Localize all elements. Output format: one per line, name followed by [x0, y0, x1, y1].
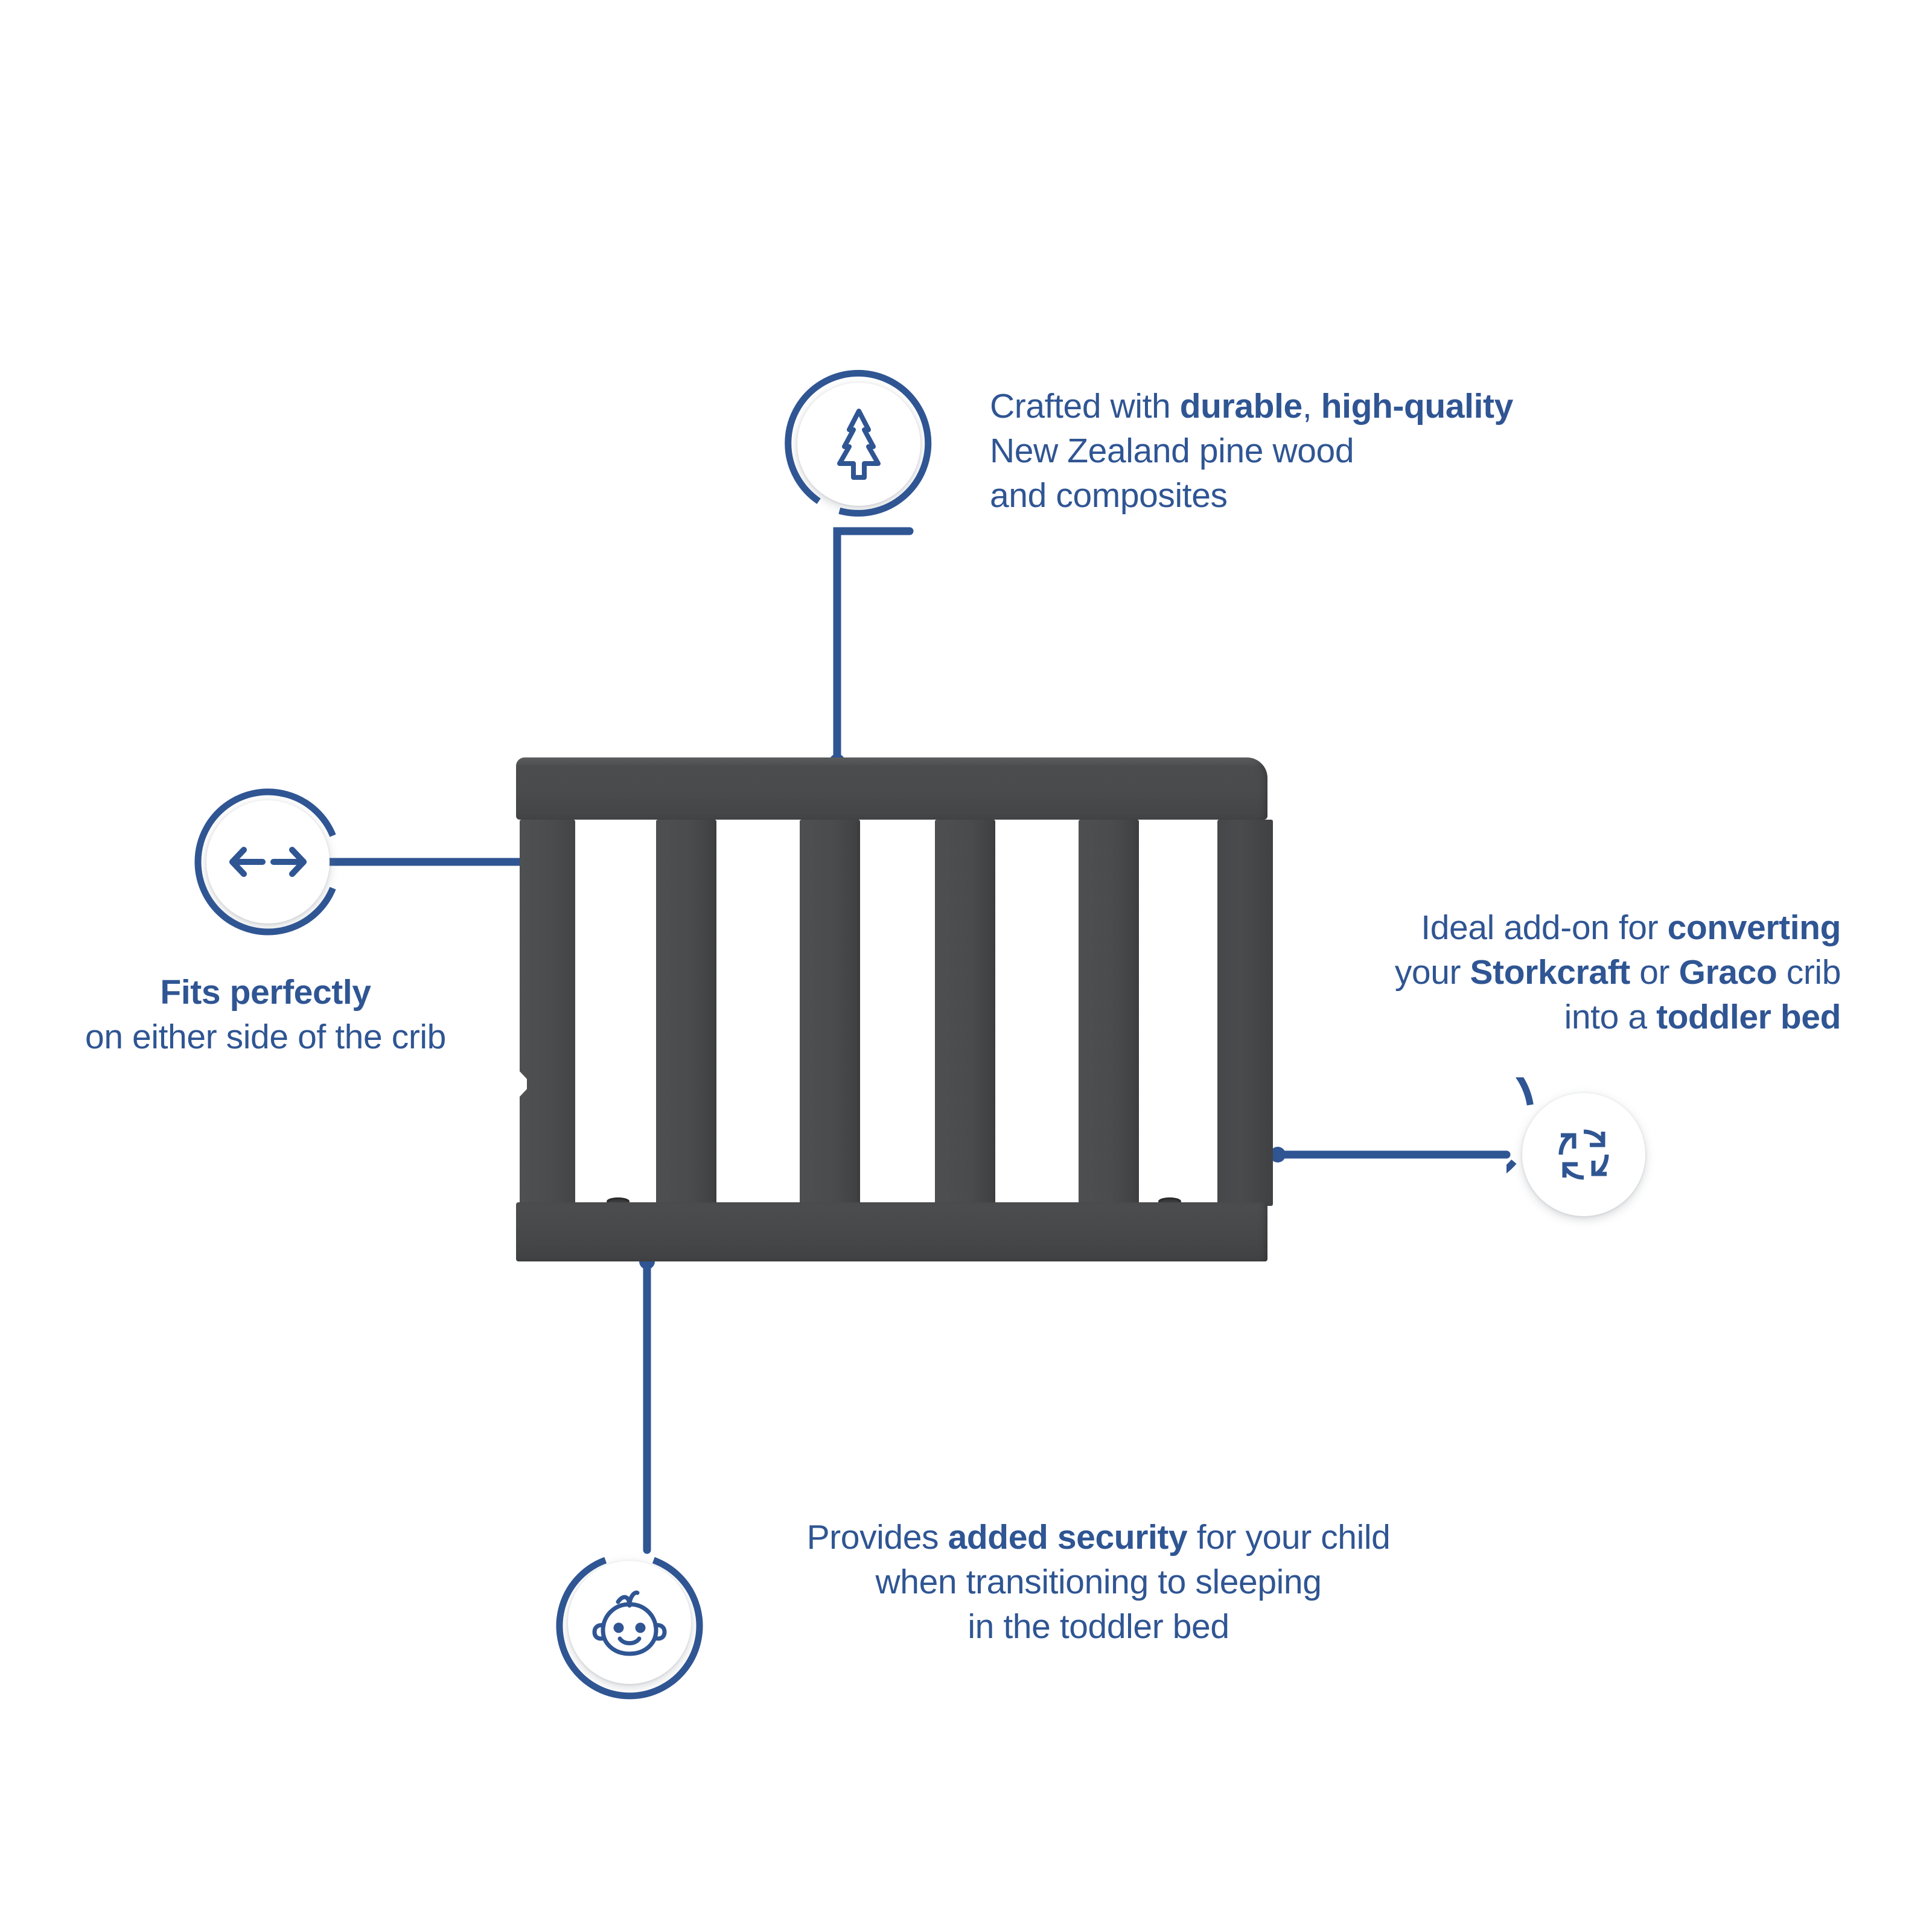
- crib-left-stile-notch: [520, 1071, 527, 1097]
- callout-line: in the toddler bed: [968, 1607, 1229, 1647]
- badge-disc-fit: [206, 800, 330, 923]
- crib-slat-6: [1217, 820, 1273, 1206]
- callout-text-security: Provides added security for your child wh…: [712, 1515, 1485, 1649]
- crib-slat-2: [656, 820, 716, 1205]
- convert-cycle-icon: [1522, 1093, 1645, 1216]
- badge-disc-conversion: [1522, 1093, 1645, 1216]
- callout-line: into a toddler bed: [1564, 998, 1841, 1037]
- callout-line: and composites: [990, 476, 1228, 515]
- crib-slat-5: [1079, 820, 1139, 1205]
- callout-line: Crafted with durable, high-quality: [990, 387, 1513, 426]
- callout-line: Provides added security for your child: [806, 1518, 1391, 1557]
- baby-face-icon: [568, 1561, 691, 1684]
- crib-slat-1: [520, 820, 575, 1206]
- callout-line: New Zealand pine wood: [990, 432, 1354, 471]
- double-arrow-icon: [206, 800, 330, 923]
- crib-slat-4: [935, 820, 995, 1205]
- callout-line: when transitioning to sleeping: [875, 1563, 1322, 1602]
- badge-ring-fit: [194, 788, 336, 936]
- crib-bottom-rail: [516, 1202, 1267, 1261]
- crib-top-rail: [516, 757, 1267, 820]
- badge-security: [552, 1545, 707, 1700]
- badge-ring-security: [556, 1557, 703, 1700]
- badge-disc-material: [797, 383, 920, 506]
- badge-ring-material: [785, 369, 932, 517]
- pine-tree-icon: [797, 383, 920, 506]
- callout-line: on either side of the crib: [85, 1018, 446, 1057]
- connector-material: [833, 527, 914, 766]
- badge-conversion: [1506, 1077, 1661, 1232]
- callout-text-conversion: Ideal add-on for converting your Storkcra…: [1195, 905, 1841, 1039]
- callout-line: Ideal add-on for converting: [1421, 908, 1841, 947]
- toddler-guardrail-product-image: [516, 757, 1277, 1261]
- crib-slat-3: [800, 820, 860, 1205]
- callout-text-fit: Fits perfectly on either side of the crib: [24, 970, 507, 1059]
- callout-line: your Storkcraft or Graco crib: [1394, 953, 1841, 992]
- badge-material: [782, 367, 936, 521]
- callout-line: Fits perfectly: [160, 973, 371, 1012]
- badge-fit: [191, 785, 345, 939]
- badge-disc-security: [568, 1561, 691, 1684]
